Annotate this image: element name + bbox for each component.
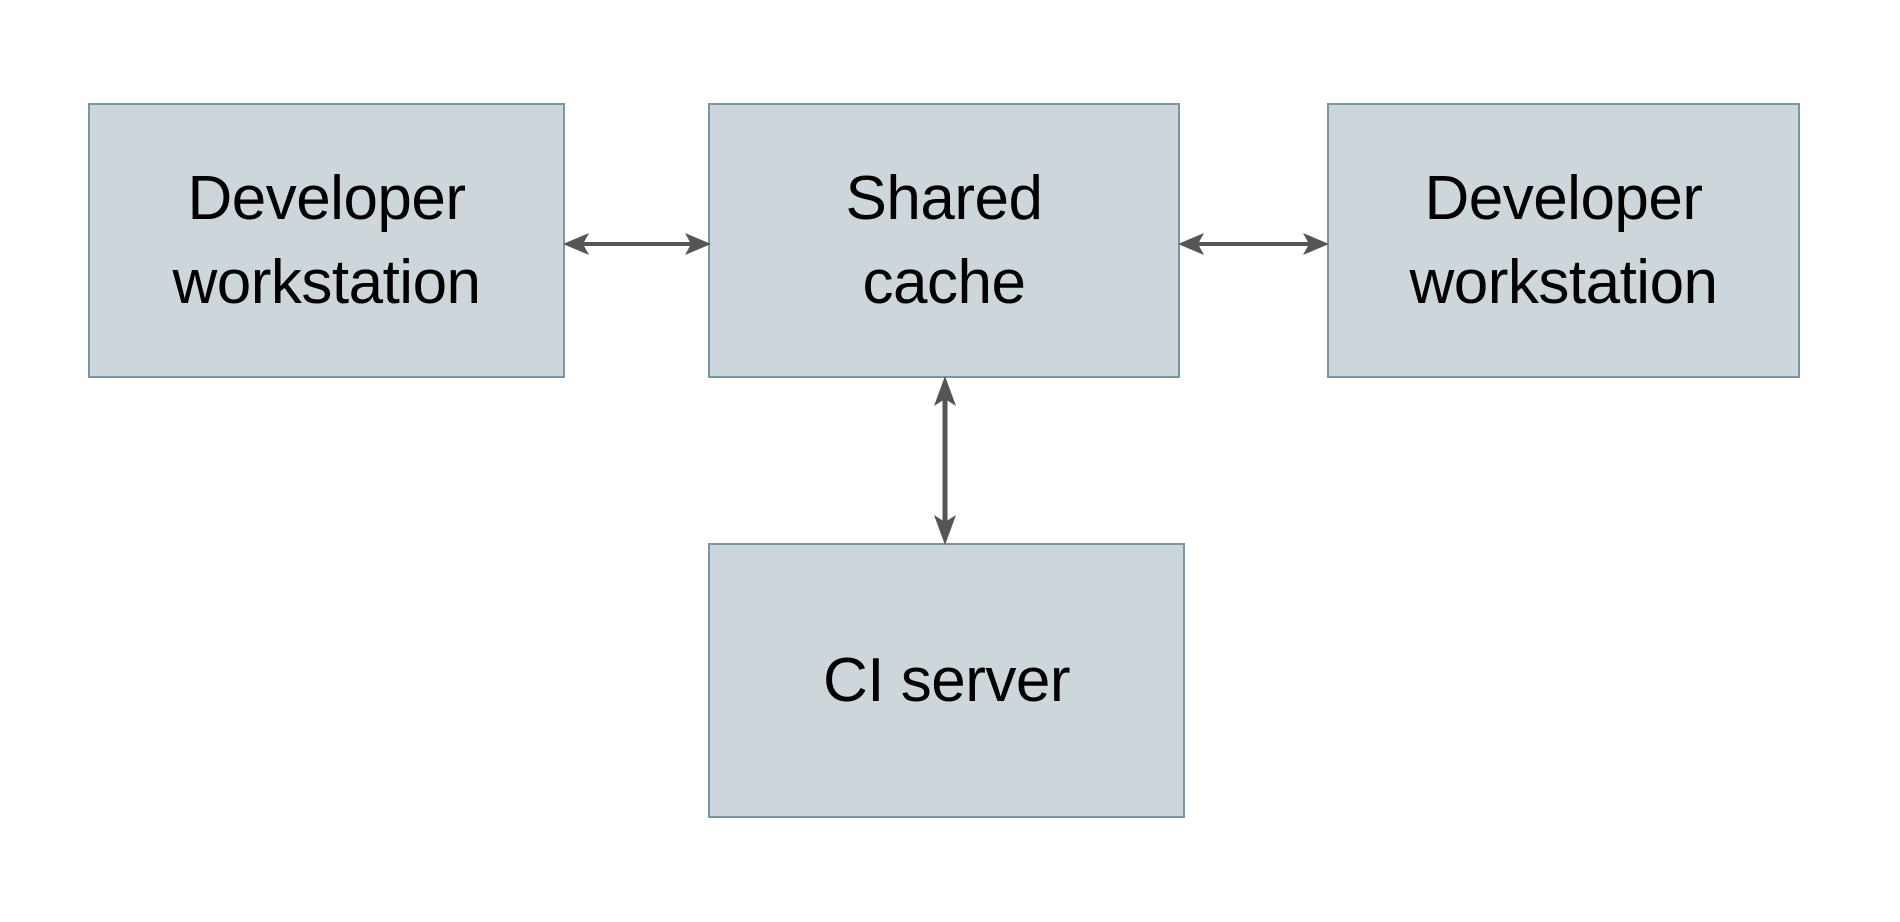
double-headed-arrow-icon (934, 376, 956, 545)
node-shared-cache[interactable]: Shared cache (708, 103, 1180, 378)
double-headed-arrow-icon (1178, 233, 1329, 255)
node-label: Developer workstation (172, 164, 481, 317)
node-label: Shared cache (845, 164, 1043, 317)
connector-shared-cache-to-workstation-right[interactable] (1178, 223, 1329, 265)
node-label: Developer workstation (1409, 164, 1718, 317)
connector-shared-cache-to-ci-server[interactable] (924, 376, 966, 545)
node-label: CI server (823, 645, 1070, 715)
node-developer-workstation-right[interactable]: Developer workstation (1327, 103, 1800, 378)
node-developer-workstation-left[interactable]: Developer workstation (88, 103, 565, 378)
node-ci-server[interactable]: CI server (708, 543, 1185, 818)
connector-workstation-left-to-shared-cache[interactable] (563, 223, 711, 265)
double-headed-arrow-icon (563, 233, 711, 255)
